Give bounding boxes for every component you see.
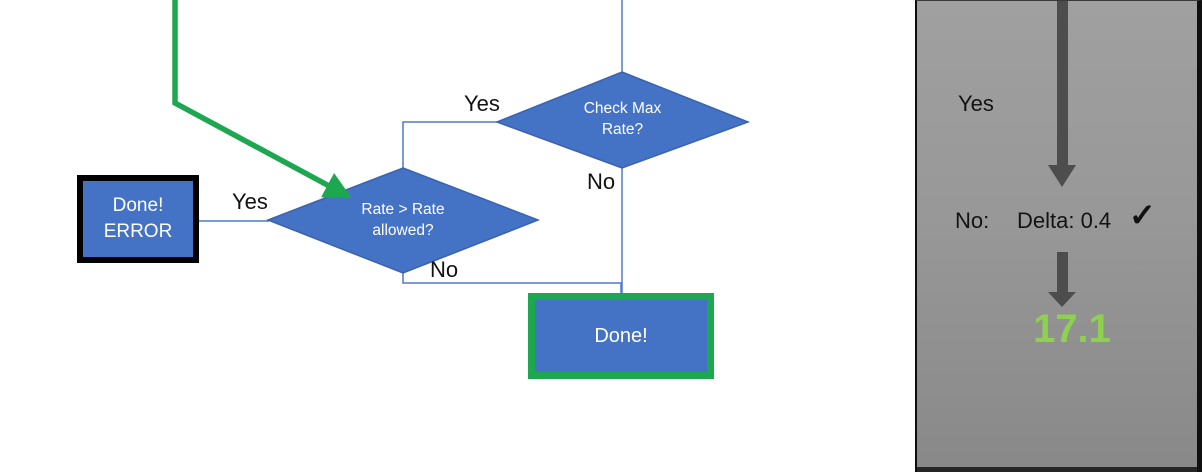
down-arrow-upper-shaft — [1057, 1, 1068, 165]
green-flow-arrow — [172, 0, 352, 199]
down-arrow-lower-head — [1048, 292, 1076, 307]
panel-delta-value: Delta: 0.4 — [1017, 208, 1112, 233]
side-panel: Yes No: Delta: 0.4 ✓ 17.1 — [915, 0, 1202, 472]
down-arrow-lower-shaft — [1057, 252, 1068, 292]
checkmax-no-label: No — [587, 169, 616, 194]
panel-bottom-strip — [917, 467, 1197, 472]
check-mark-icon: ✓ — [1129, 197, 1156, 233]
done-box: Done! — [528, 293, 714, 379]
result-value: 17.1 — [1033, 307, 1111, 351]
checkmax-yes-label: Yes — [464, 91, 500, 116]
panel-yes-label: Yes — [958, 91, 994, 116]
done-box-label: Done! — [594, 324, 648, 347]
connector-rate-no — [402, 272, 622, 294]
connector-checkmax-yes — [402, 121, 497, 169]
check-max-rate-diamond — [494, 71, 751, 169]
rate-allowed-diamond — [265, 167, 541, 274]
panel-no-label: No: — [955, 208, 990, 233]
rate-no-label: No — [430, 257, 459, 282]
done-error-line1: Done! — [112, 195, 164, 217]
done-error-box: Done! ERROR — [77, 175, 199, 263]
down-arrow-upper-head — [1048, 165, 1076, 187]
done-error-line2: ERROR — [103, 221, 173, 242]
rate-yes-label: Yes — [232, 189, 268, 214]
